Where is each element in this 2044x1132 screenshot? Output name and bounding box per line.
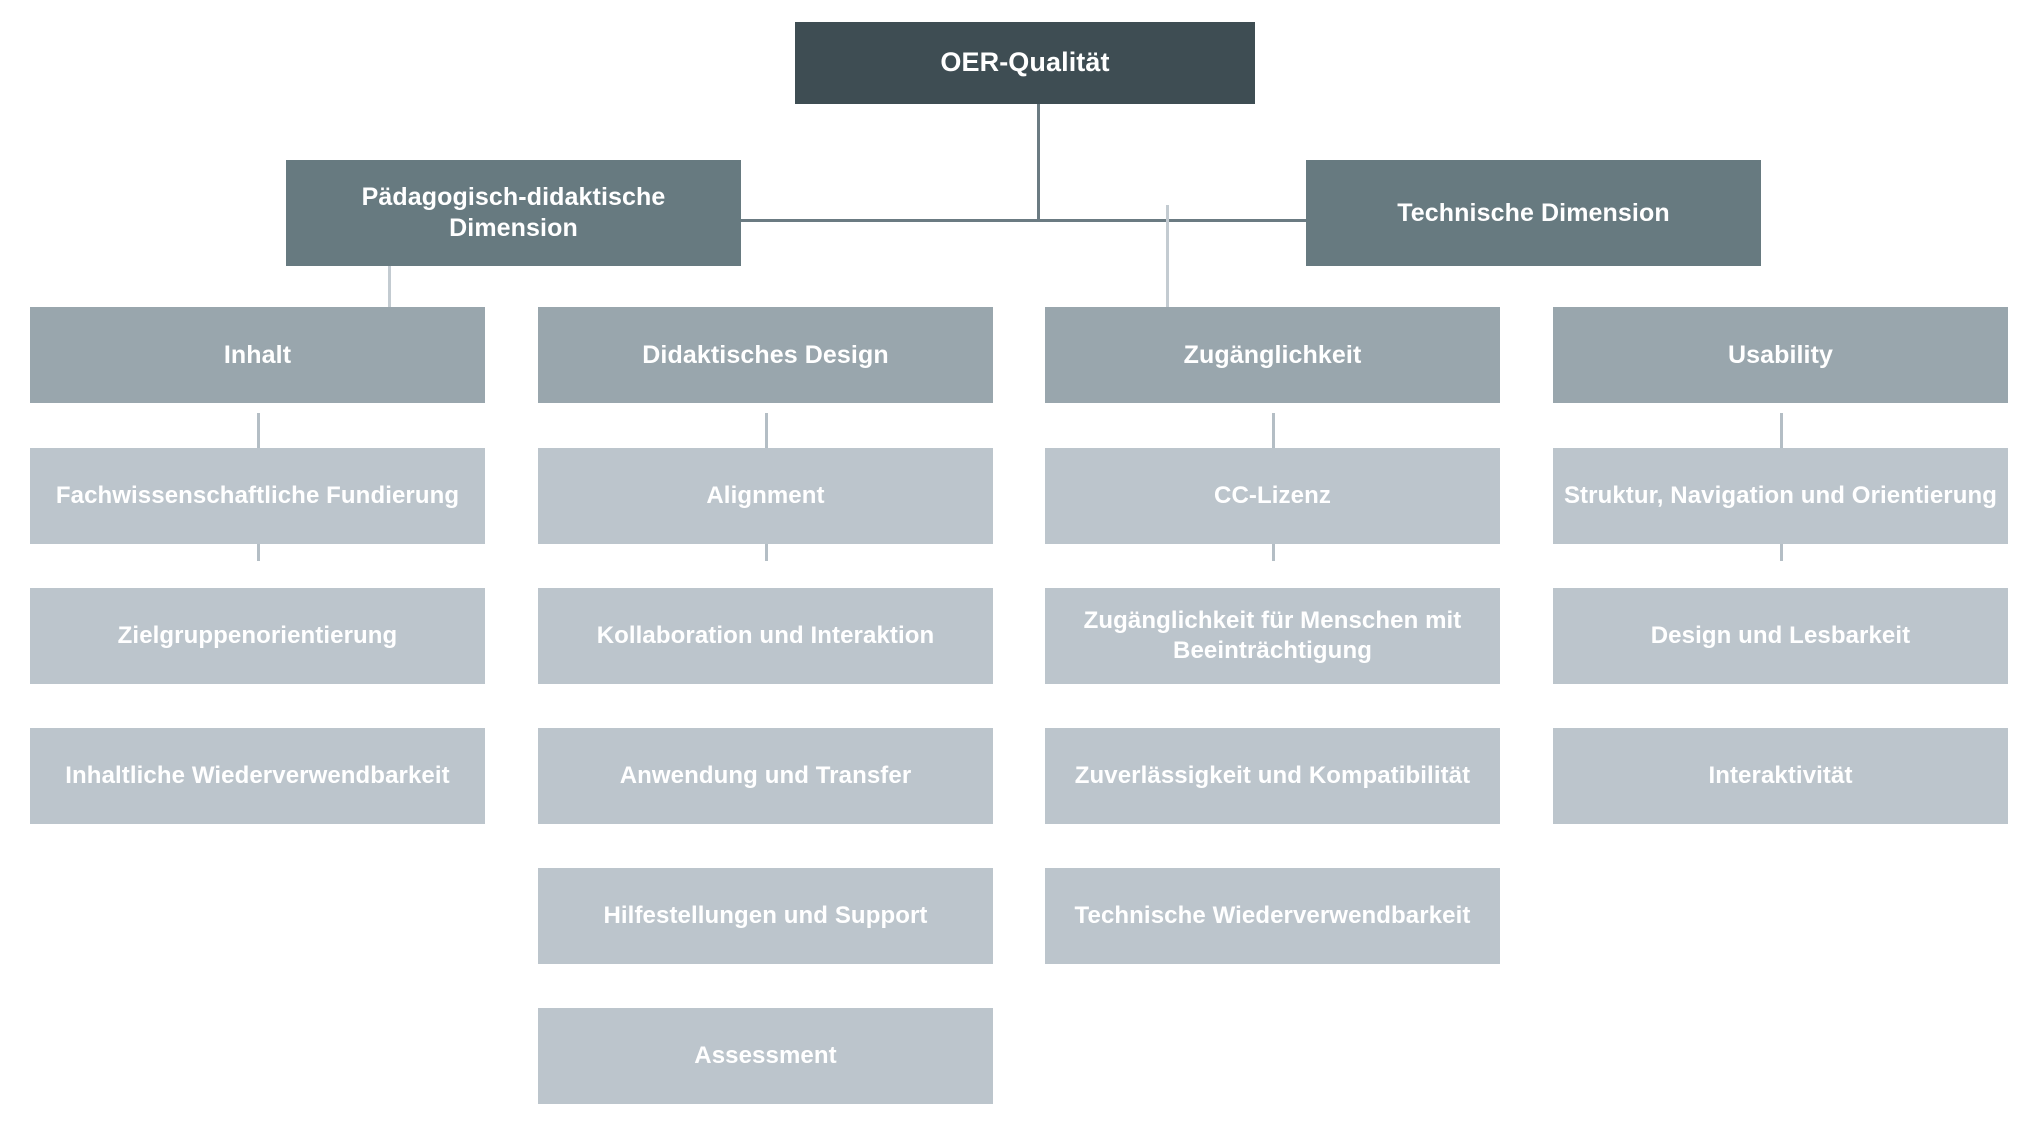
node-root-label: OER-Qualität bbox=[940, 47, 1110, 78]
node-category-inhalt[interactable]: Inhalt bbox=[30, 307, 485, 403]
node-category-zugaenglichkeit-label: Zugänglichkeit bbox=[1183, 340, 1362, 369]
node-criterion-kollaboration-und-interaktion[interactable]: Kollaboration und Interaktion bbox=[538, 588, 993, 684]
node-dimension-technisch[interactable]: Technische Dimension bbox=[1306, 160, 1761, 266]
node-criterion-assessment[interactable]: Assessment bbox=[538, 1008, 993, 1104]
node-criterion-label: Assessment bbox=[694, 1042, 837, 1070]
node-criterion-interaktivitaet[interactable]: Interaktivität bbox=[1553, 728, 2008, 824]
node-criterion-label: Design und Lesbarkeit bbox=[1650, 622, 1911, 650]
connector-paed-vertical bbox=[388, 205, 391, 365]
node-criterion-label: Zielgruppenorientierung bbox=[117, 622, 398, 650]
connector-zugang-2 bbox=[1272, 413, 1275, 455]
node-category-zugaenglichkeit[interactable]: Zugänglichkeit bbox=[1045, 307, 1500, 403]
node-criterion-label: Zuverlässigkeit und Kompatibilität bbox=[1074, 762, 1471, 790]
connector-inhalt-2 bbox=[257, 413, 260, 455]
node-criterion-label: CC-Lizenz bbox=[1214, 482, 1331, 510]
node-criterion-label: Anwendung und Transfer bbox=[619, 762, 912, 790]
node-category-didaktisches-design[interactable]: Didaktisches Design bbox=[538, 307, 993, 403]
node-criterion-cc-lizenz[interactable]: CC-Lizenz bbox=[1045, 448, 1500, 544]
node-criterion-inhaltliche-wiederverwendbarkeit[interactable]: Inhaltliche Wiederverwendbarkeit bbox=[30, 728, 485, 824]
node-criterion-label: Alignment bbox=[706, 482, 825, 510]
connector-dimension-horizontal bbox=[560, 219, 1320, 222]
node-category-inhalt-label: Inhalt bbox=[223, 340, 292, 369]
node-criterion-hilfestellungen-und-support[interactable]: Hilfestellungen und Support bbox=[538, 868, 993, 964]
node-criterion-label: Zugänglichkeit für Menschen mit Beeinträ… bbox=[1083, 607, 1462, 664]
node-criterion-fachwissenschaftliche-fundierung[interactable]: Fachwissenschaftliche Fundierung bbox=[30, 448, 485, 544]
node-criterion-struktur-navigation-und-orientierung[interactable]: Struktur, Navigation und Orientierung bbox=[1553, 448, 2008, 544]
node-criterion-design-und-lesbarkeit[interactable]: Design und Lesbarkeit bbox=[1553, 588, 2008, 684]
node-criterion-label: Interaktivität bbox=[1708, 762, 1853, 790]
node-criterion-label: Kollaboration und Interaktion bbox=[596, 622, 935, 650]
node-criterion-label: Hilfestellungen und Support bbox=[603, 902, 928, 930]
node-criterion-label: Struktur, Navigation und Orientierung bbox=[1563, 482, 1998, 510]
connector-tech-vertical bbox=[1166, 205, 1169, 365]
node-root-oer-qualitaet[interactable]: OER-Qualität bbox=[795, 22, 1255, 104]
node-category-didaktisches-design-label: Didaktisches Design bbox=[642, 340, 889, 369]
node-criterion-technische-wiederverwendbarkeit[interactable]: Technische Wiederverwendbarkeit bbox=[1045, 868, 1500, 964]
node-dimension-technisch-label: Technische Dimension bbox=[1397, 198, 1670, 227]
node-criterion-zuverlaessigkeit-und-kompatibilitaet[interactable]: Zuverlässigkeit und Kompatibilität bbox=[1045, 728, 1500, 824]
node-criterion-label: Fachwissenschaftliche Fundierung bbox=[55, 482, 460, 510]
node-category-usability[interactable]: Usability bbox=[1553, 307, 2008, 403]
node-criterion-label: Technische Wiederverwendbarkeit bbox=[1074, 902, 1471, 930]
node-criterion-alignment[interactable]: Alignment bbox=[538, 448, 993, 544]
node-criterion-anwendung-und-transfer[interactable]: Anwendung und Transfer bbox=[538, 728, 993, 824]
node-criterion-zugaenglichkeit-fuer-menschen-mit-beeintraechtigung[interactable]: Zugänglichkeit für Menschen mit Beeinträ… bbox=[1045, 588, 1500, 684]
node-dimension-paedagogisch-didaktisch[interactable]: Pädagogisch-didaktische Dimension bbox=[286, 160, 741, 266]
connector-usability-2 bbox=[1780, 413, 1783, 455]
node-category-usability-label: Usability bbox=[1727, 340, 1834, 369]
connector-didaktik-2 bbox=[765, 413, 768, 455]
node-criterion-zielgruppenorientierung[interactable]: Zielgruppenorientierung bbox=[30, 588, 485, 684]
node-dimension-paedagogisch-label: Pädagogisch-didaktische Dimension bbox=[361, 183, 666, 242]
node-criterion-label: Inhaltliche Wiederverwendbarkeit bbox=[65, 762, 450, 790]
connector-root-vertical bbox=[1037, 103, 1040, 221]
